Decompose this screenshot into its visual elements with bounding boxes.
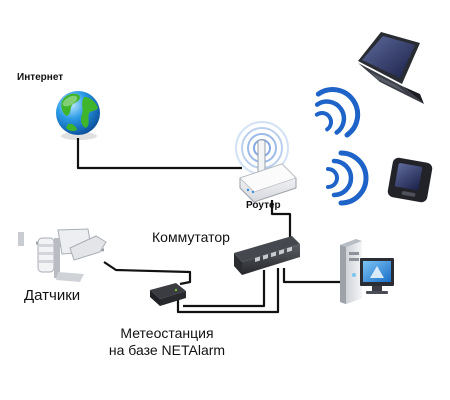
cable-switch-station xyxy=(176,268,280,314)
cable-switch-station-2 xyxy=(183,270,266,308)
router-label: Роутер xyxy=(246,200,281,211)
router-icon xyxy=(235,121,297,203)
cable-sensor-station xyxy=(103,261,192,286)
pda-icon xyxy=(387,157,433,203)
weather-sensor-icon xyxy=(18,228,107,282)
internet-label: Интернет xyxy=(17,72,64,83)
weather-station-label: Метеостанция на базе NETAlarm xyxy=(92,325,242,359)
sensors-label: Датчики xyxy=(24,287,81,304)
weather-station-label-line2: на базе NETAlarm xyxy=(108,342,226,358)
laptop-icon xyxy=(358,32,424,104)
weather-station-label-line1: Метеостанция xyxy=(120,325,214,341)
network-cables xyxy=(76,138,348,314)
switch-label: Коммутатор xyxy=(152,229,230,245)
desktop-pc-icon xyxy=(340,239,394,304)
cable-router-switch xyxy=(270,200,292,240)
cable-internet-router xyxy=(76,138,242,170)
wifi-signal-icon xyxy=(314,87,369,206)
switch-icon xyxy=(234,236,300,275)
globe-icon xyxy=(56,91,100,140)
weather-station-box-icon xyxy=(150,283,186,306)
cable-switch-pc xyxy=(282,268,348,284)
